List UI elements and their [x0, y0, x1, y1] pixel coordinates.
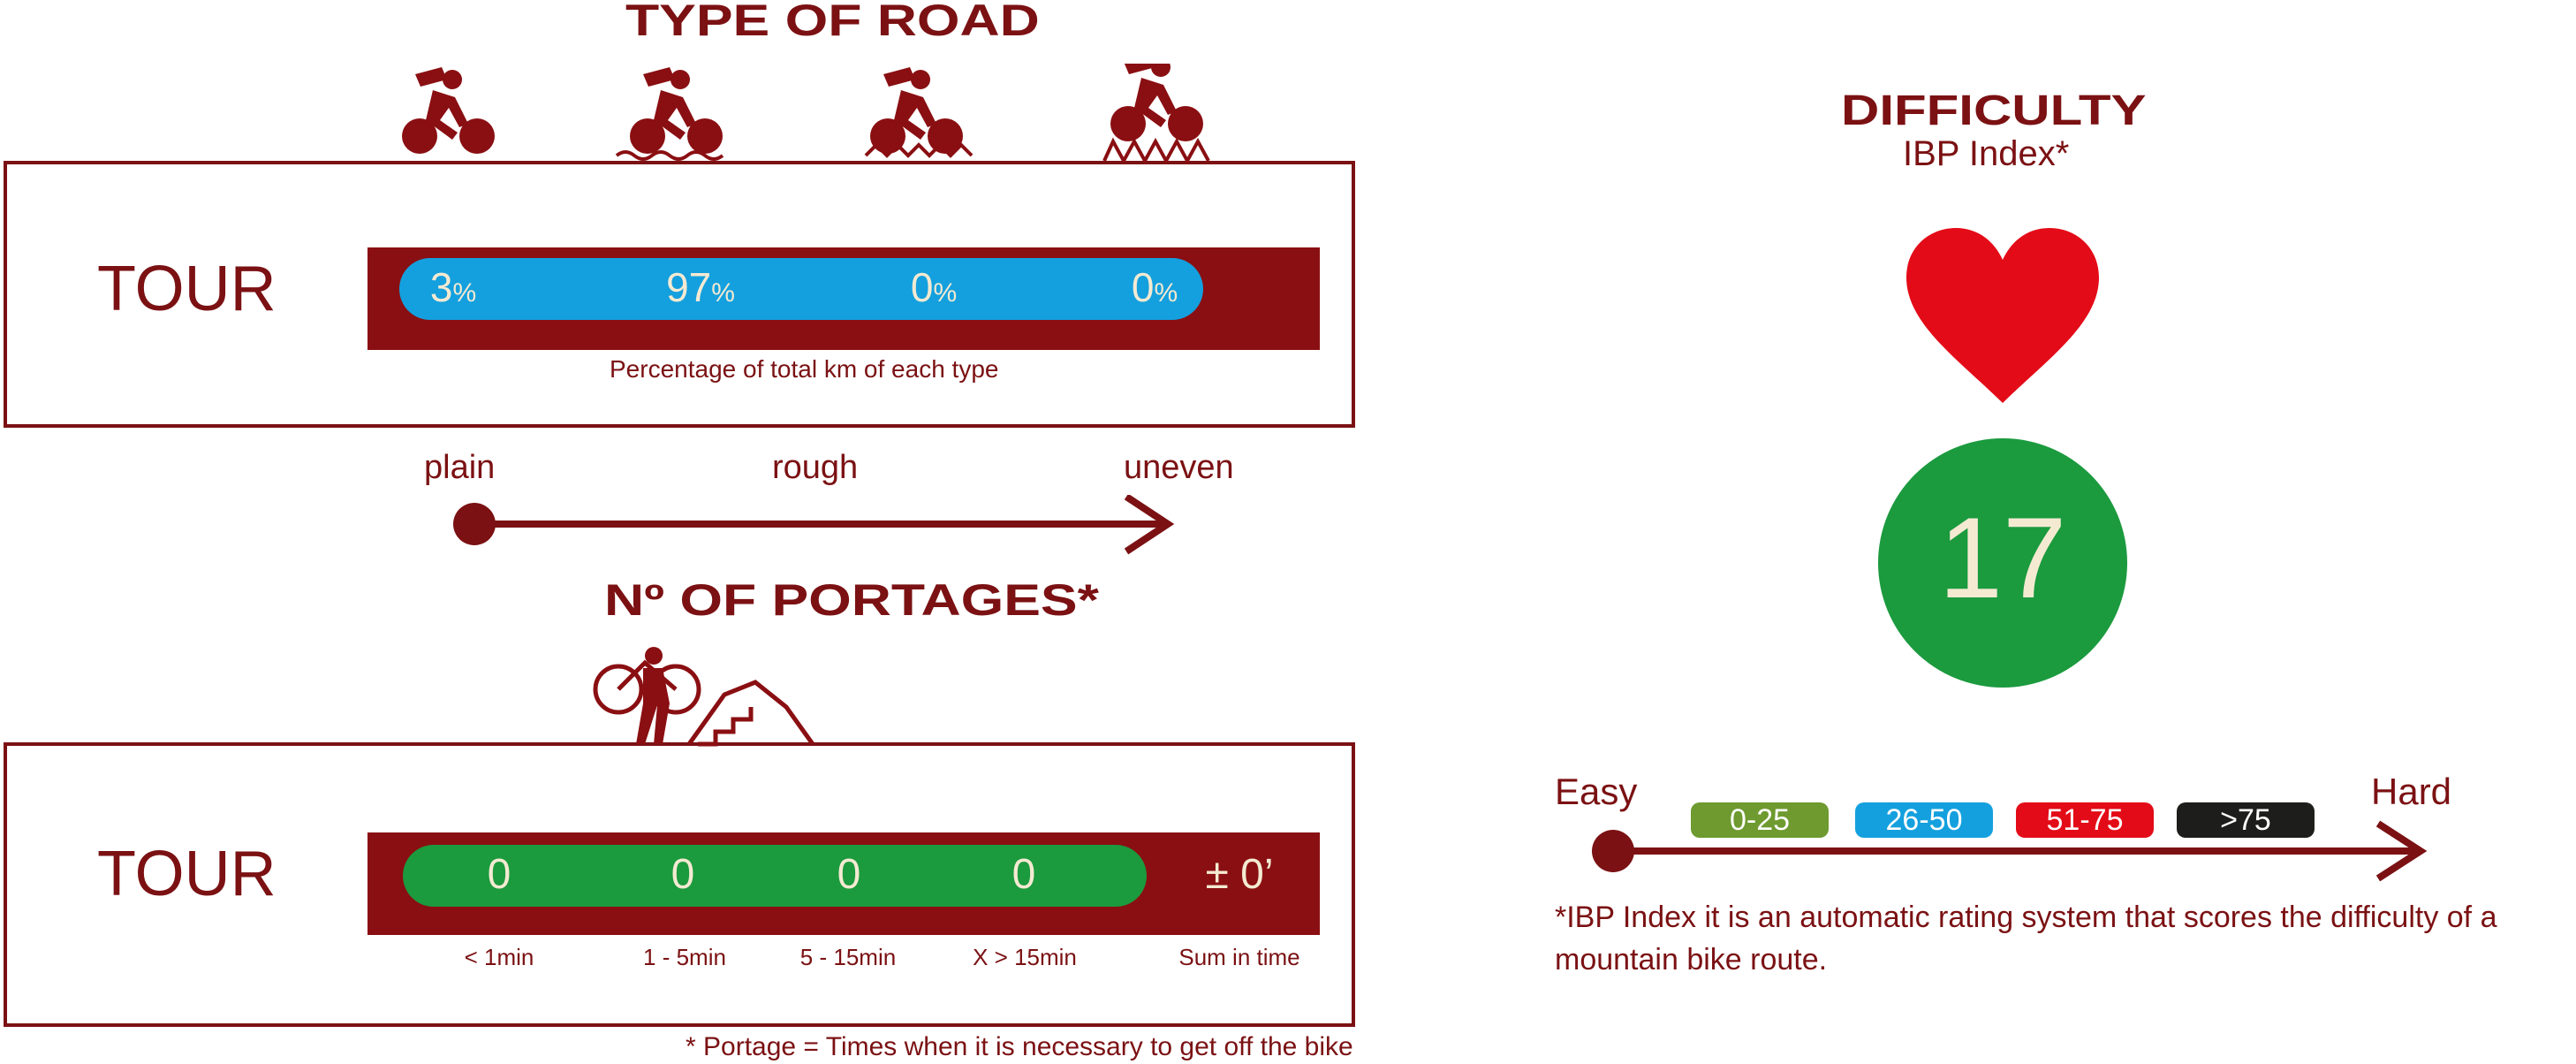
- portage-count-5-15: 0: [837, 851, 861, 898]
- road-row-label: TOUR: [97, 254, 277, 324]
- portages-footnote: * Portage = Times when it is necessary t…: [686, 1032, 1353, 1061]
- road-value-rough: 97%: [666, 264, 735, 310]
- road-value-uneven: 0%: [910, 264, 958, 310]
- portage-col-1-5: 1 - 5min: [643, 944, 726, 970]
- road-title: TYPE OF ROAD: [625, 0, 1040, 45]
- portage-col-gt15: X > 15min: [973, 944, 1077, 970]
- difficulty-scale-easy: Easy: [1555, 771, 1638, 812]
- cyclist-rough-icon: [630, 67, 723, 154]
- portages-count-bar: [403, 845, 1147, 907]
- road-scale-plain: plain: [424, 449, 496, 486]
- difficulty-scale-hard: Hard: [2371, 771, 2452, 812]
- road-scale-arrow: [453, 495, 1175, 555]
- heart-icon: [1906, 228, 2099, 403]
- ibp-note: *IBP Index it is an automatic rating sys…: [1555, 901, 2497, 977]
- difficulty-scale-arrow: [1592, 820, 2428, 882]
- ibp-score-value: 17: [1938, 493, 2067, 622]
- road-value-plain: 3%: [429, 264, 477, 310]
- difficulty-subtitle: IBP Index*: [1903, 134, 2070, 173]
- portages-row-label: TOUR: [97, 839, 277, 909]
- difficulty-range-26-50: 26-50: [1855, 802, 1993, 838]
- portage-col-lt1: < 1min: [464, 944, 534, 970]
- road-caption: Percentage of total km of each type: [610, 355, 999, 383]
- portage-count-1-5: 0: [671, 851, 695, 898]
- road-value-very-uneven: 0%: [1131, 264, 1178, 310]
- portage-sum-time: ± 0’: [1205, 851, 1274, 898]
- road-scale-uneven: uneven: [1124, 449, 1234, 486]
- road-icons: [402, 64, 1210, 165]
- difficulty-range-gt75: >75: [2177, 802, 2315, 838]
- portage-count-gt15: 0: [1011, 851, 1036, 898]
- road-scale-rough: rough: [772, 449, 859, 486]
- portage-col-sum: Sum in time: [1178, 944, 1300, 970]
- cyclist-plain-icon: [402, 67, 495, 154]
- portage-col-5-15: 5 - 15min: [799, 944, 897, 970]
- road-percentage-bar: [399, 258, 1203, 320]
- portage-count-lt1: 0: [487, 851, 511, 898]
- difficulty-title: DIFFICULTY: [1841, 87, 2147, 134]
- portages-title: Nº OF PORTAGES*: [604, 575, 1099, 625]
- ibp-score-circle: [1878, 438, 2127, 688]
- cyclist-very-uneven-icon: [1110, 64, 1203, 141]
- cyclist-uneven-icon: [870, 67, 963, 154]
- portage-hiker-icon: [593, 647, 815, 747]
- difficulty-range-0-25: 0-25: [1691, 802, 1829, 838]
- difficulty-range-51-75: 51-75: [2016, 802, 2154, 838]
